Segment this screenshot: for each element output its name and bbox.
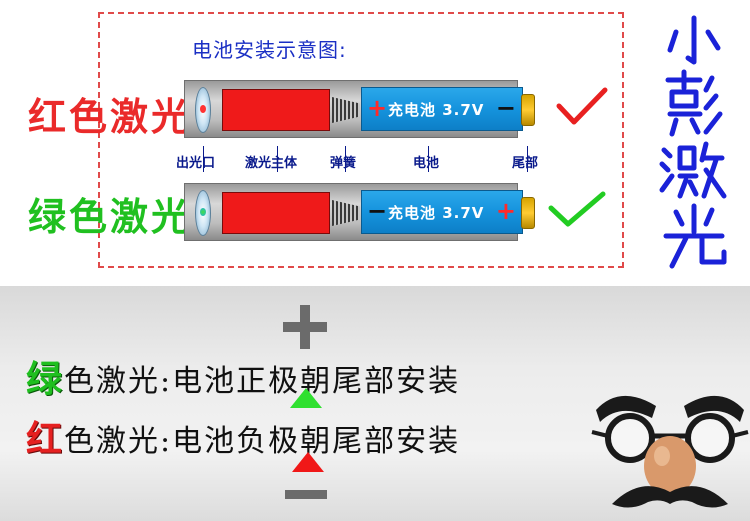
part-label-tail: 尾部	[512, 156, 539, 171]
red-instruction-text: 色激光:电池负极朝尾部安装	[64, 424, 461, 459]
tail-cap-icon	[521, 197, 535, 229]
part-label-battery: 电池	[413, 156, 440, 171]
part-pointer	[277, 146, 278, 172]
green-laser-instruction: 绿色激光:电池正极朝尾部安装	[26, 350, 460, 402]
red-laser-device: + 充电池 3.7V −	[184, 80, 523, 138]
dashed-frame	[98, 12, 624, 268]
red-highlight-char: 红	[26, 419, 65, 460]
part-label-body: 激光主体	[245, 156, 298, 171]
red-laser-label: 红色激光	[28, 95, 193, 139]
tail-cap-icon	[521, 94, 535, 126]
diagram-title: 电池安装示意图:	[192, 38, 347, 62]
disguise-glasses-icon	[591, 395, 749, 508]
part-pointer	[527, 146, 528, 172]
green-highlight-char: 绿	[26, 359, 65, 400]
minus-icon	[285, 490, 327, 499]
battery-positive-sign: +	[367, 94, 388, 122]
battery: − 充电池 3.7V +	[361, 190, 523, 234]
red-check-icon	[556, 87, 608, 125]
laser-aperture-icon	[195, 87, 211, 133]
laser-body-block	[222, 89, 330, 131]
brand-logo-handwritten	[659, 15, 727, 269]
battery-negative-sign: −	[367, 197, 388, 225]
green-laser-label: 绿色激光	[28, 195, 193, 239]
battery-label: 充电池 3.7V	[388, 101, 485, 119]
spring-icon	[332, 200, 360, 226]
battery: + 充电池 3.7V −	[361, 87, 523, 131]
laser-body-block	[222, 192, 330, 234]
red-laser-instruction: 红色激光:电池负极朝尾部安装	[26, 410, 460, 462]
part-pointer	[203, 146, 204, 172]
green-arrow-up-icon	[290, 388, 322, 408]
laser-aperture-icon	[195, 190, 211, 236]
battery-positive-sign: +	[495, 197, 516, 225]
plus-icon	[283, 305, 327, 349]
battery-negative-sign: −	[495, 94, 516, 122]
part-label-aperture: 出光口	[176, 156, 216, 171]
green-check-icon	[548, 191, 606, 227]
spring-icon	[332, 97, 360, 123]
red-arrow-up-icon	[292, 452, 324, 472]
green-instruction-text: 色激光:电池正极朝尾部安装	[64, 364, 461, 399]
part-pointer	[345, 146, 346, 172]
diagram-panel: 电池安装示意图: 红色激光 绿色激光 + 充电池 3.7V − 出光口 激光主体…	[28, 12, 727, 269]
part-label-spring: 弹簧	[330, 156, 357, 171]
green-laser-device: − 充电池 3.7V +	[184, 183, 523, 241]
part-pointer	[428, 146, 429, 172]
battery-label: 充电池 3.7V	[388, 204, 485, 222]
